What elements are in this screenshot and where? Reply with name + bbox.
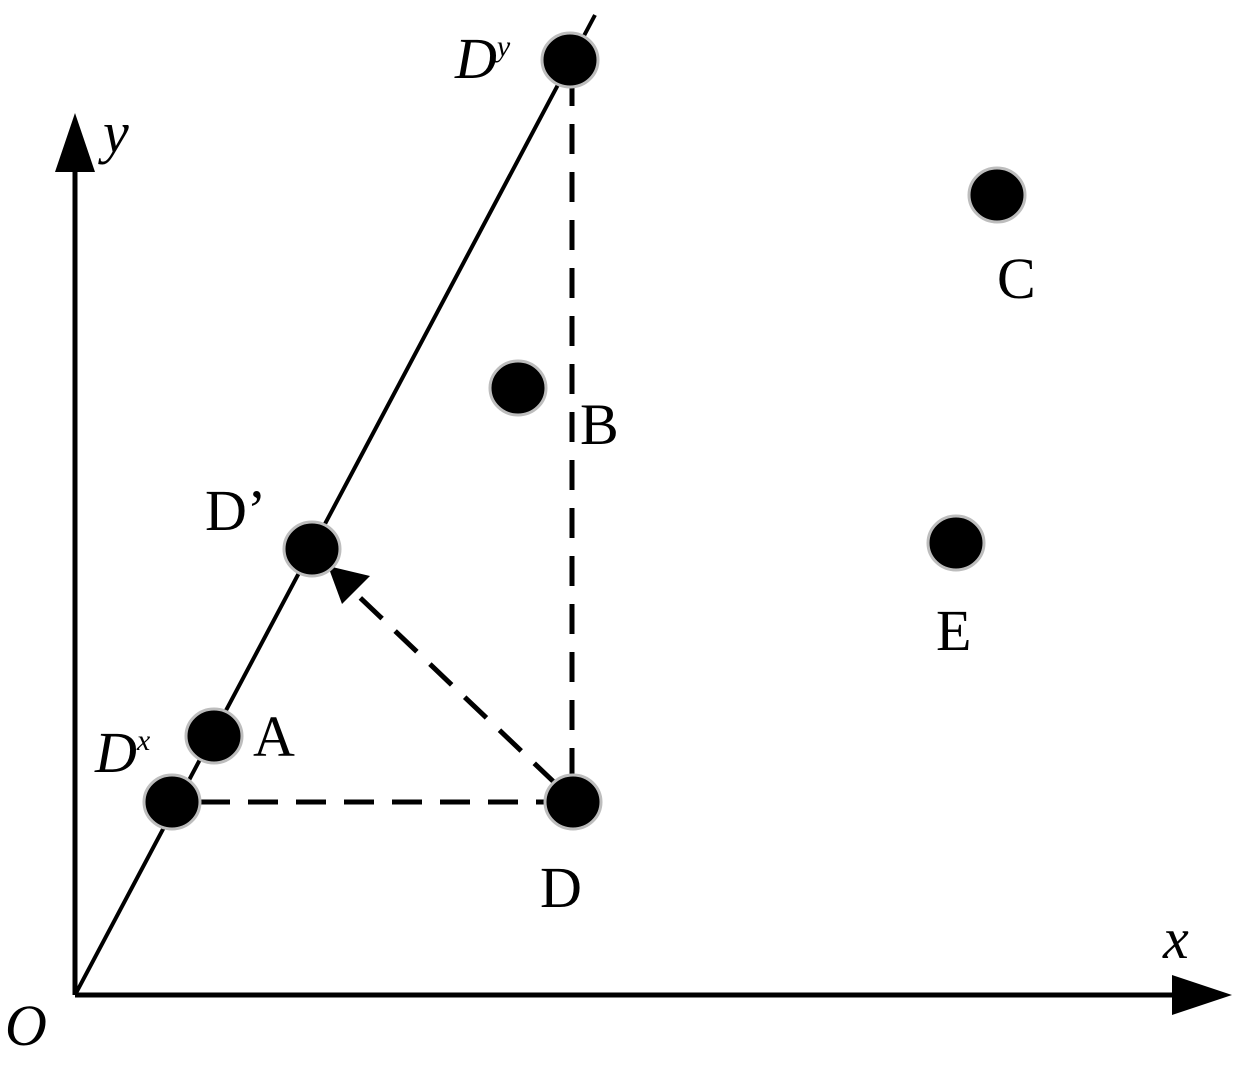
label-b: B — [580, 392, 619, 457]
label-dx: Dx — [94, 720, 151, 785]
label-c: C — [997, 246, 1036, 311]
point-e — [926, 514, 986, 572]
label-dprime: D’ — [205, 478, 266, 543]
dashed-arrow-d-to-dprime — [350, 588, 558, 786]
point-dy — [540, 31, 600, 89]
point-dx — [142, 773, 202, 831]
label-y-axis: y — [98, 100, 129, 165]
label-dy: Dy — [454, 26, 511, 91]
point-dprime — [282, 520, 342, 578]
point-a — [184, 707, 244, 765]
point-d — [543, 773, 603, 831]
y-axis-arrow — [55, 113, 95, 172]
point-c — [967, 166, 1027, 224]
label-e: E — [936, 598, 971, 663]
label-x-axis: x — [1162, 906, 1189, 971]
label-d: D — [540, 855, 582, 920]
projection-line — [73, 14, 597, 996]
arrowhead-dprime — [328, 566, 370, 604]
point-b — [488, 359, 548, 417]
x-axis-arrow — [1172, 975, 1232, 1015]
label-origin: O — [5, 993, 47, 1058]
label-a: A — [253, 704, 295, 769]
